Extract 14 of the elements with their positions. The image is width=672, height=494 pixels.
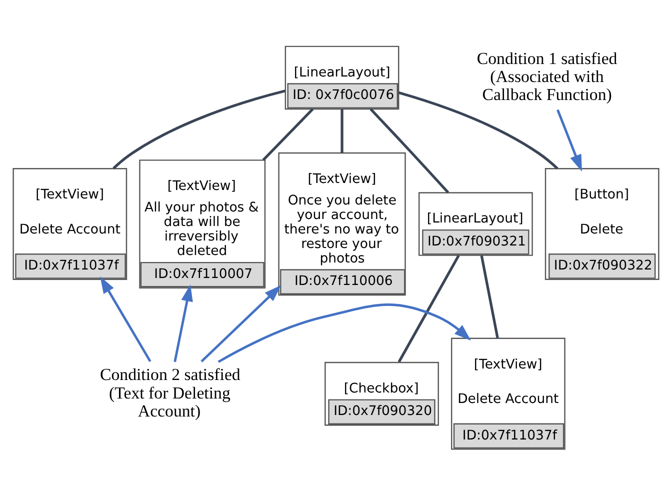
node-text: Condition 2 satisfied (Text for Deleting Account) xyxy=(100,364,240,420)
connector xyxy=(480,254,499,338)
arrow xyxy=(556,108,582,172)
arrow xyxy=(218,302,471,362)
connector xyxy=(398,90,558,169)
connector xyxy=(262,108,314,160)
node-text: Condition 1 satisfied (Associated with Callback Function) xyxy=(476,48,618,104)
connector xyxy=(340,108,344,152)
arrow xyxy=(100,276,152,362)
arrow xyxy=(200,284,282,362)
connector xyxy=(398,254,460,362)
connector xyxy=(370,108,450,193)
connector xyxy=(112,89,286,169)
arrow xyxy=(174,284,193,362)
